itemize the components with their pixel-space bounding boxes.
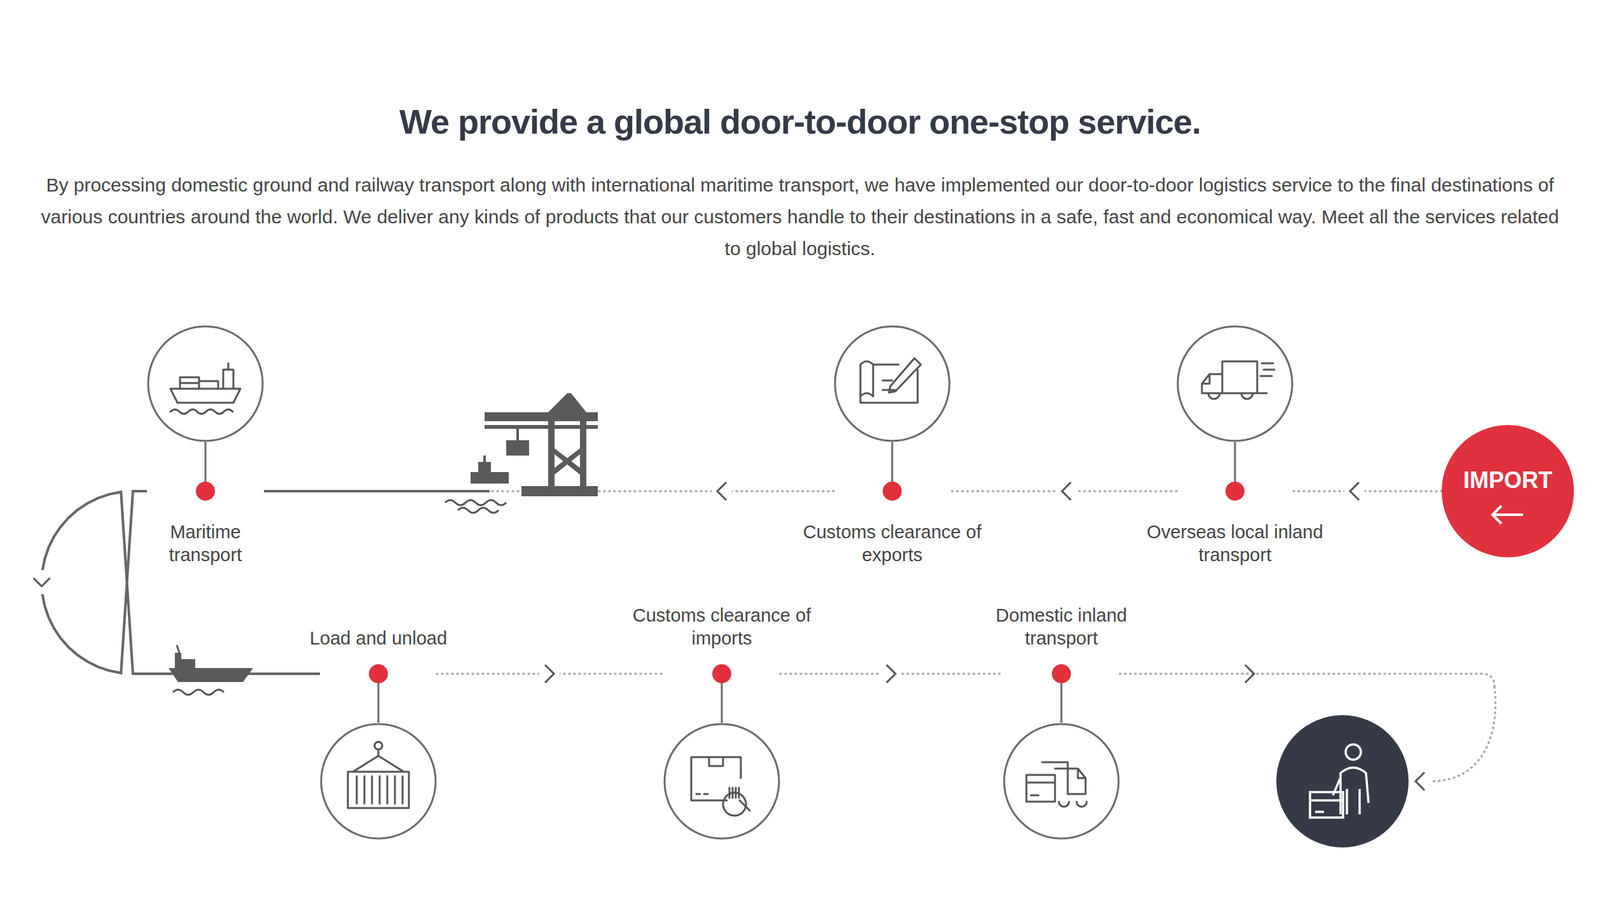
flow-connector	[25, 490, 320, 674]
process-step: Domestic inland transport	[1002, 663, 1120, 840]
node-shape	[146, 324, 264, 502]
page-title: We provide a global door-to-door one-sto…	[0, 101, 1600, 142]
flow-connector	[780, 662, 1003, 685]
customer-icon	[1276, 714, 1409, 848]
process-step: Load and unload	[319, 663, 437, 840]
chevron-ground	[539, 662, 560, 685]
step-label: Customs clearance of exports	[790, 520, 994, 567]
node-shape	[1176, 324, 1294, 502]
port-crane	[470, 393, 598, 497]
badge-label: IMPORT	[1441, 424, 1574, 494]
connector-line	[41, 490, 321, 674]
step-label: Customs clearance of imports	[620, 603, 824, 650]
process-step: Maritime transport	[146, 324, 264, 502]
sea-route-line	[263, 489, 490, 493]
node-shape	[1002, 663, 1120, 840]
flow-connector	[950, 479, 1177, 503]
process-step: Customs clearance of exports	[833, 324, 951, 502]
connector-line	[1293, 489, 1442, 493]
node-shape	[833, 324, 951, 502]
water-waves	[445, 499, 507, 513]
step-label: Maritime transport	[144, 520, 266, 567]
intro-paragraph: By processing domestic ground and railwa…	[38, 169, 1562, 265]
process-step: Overseas local inland transport	[1176, 324, 1294, 502]
chevron-ground	[711, 479, 732, 503]
chevron-ground	[1344, 479, 1365, 503]
arrow-chevron	[1062, 482, 1071, 500]
step-label: Domestic inland transport	[978, 603, 1145, 650]
arrow-chevron	[33, 578, 51, 587]
node-shape	[319, 663, 437, 840]
arrow-chevron	[1350, 482, 1359, 500]
node-shape	[663, 663, 781, 840]
step-label: Overseas local inland transport	[1133, 520, 1337, 567]
chevron-ground	[25, 569, 59, 594]
chevron-ground	[880, 662, 902, 685]
import-badge: IMPORT	[1441, 424, 1574, 558]
ship-illustration	[168, 644, 254, 695]
chevron-ground	[1056, 479, 1077, 503]
arrow-chevron	[717, 482, 727, 500]
arrow-chevron	[544, 664, 554, 683]
flow-connector	[1293, 479, 1442, 503]
step-label: Load and unload	[276, 626, 481, 650]
process-step: Customs clearance of imports	[663, 663, 781, 840]
flow-connector	[436, 662, 664, 685]
arrow-chevron	[886, 664, 896, 683]
